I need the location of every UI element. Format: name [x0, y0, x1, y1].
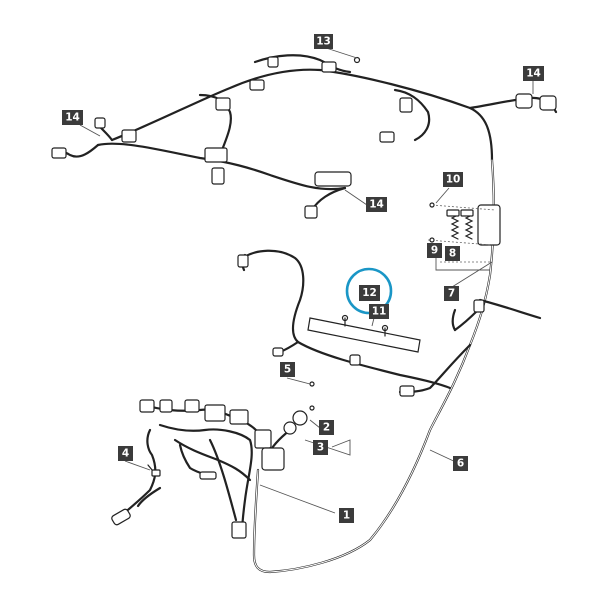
- callout-12: 12: [359, 285, 380, 301]
- callout-13: 13: [314, 34, 333, 49]
- relay-parts: [427, 202, 496, 263]
- callout-7: 7: [444, 286, 459, 301]
- callout-6: 6: [453, 456, 468, 471]
- callout-4-label: 4: [122, 448, 129, 460]
- callout-8: 8: [445, 246, 460, 261]
- callout-13-label: 13: [316, 36, 331, 48]
- callout-2-label: 2: [323, 422, 330, 434]
- callout-7-label: 7: [448, 288, 455, 300]
- callout-8-label: 8: [449, 248, 456, 260]
- callout-9-label: 9: [431, 245, 438, 257]
- callout-10: 10: [443, 172, 463, 187]
- lower-harness: [111, 381, 315, 539]
- callout-9: 9: [427, 243, 442, 258]
- callout-5-label: 5: [284, 364, 291, 376]
- middle-harness: [237, 249, 452, 390]
- mounting-bracket: [307, 314, 421, 353]
- callout-5: 5: [280, 362, 295, 377]
- callout-12-label: 12: [362, 287, 377, 299]
- callout-1: 1: [339, 508, 354, 523]
- callout-14c-label: 14: [369, 199, 384, 211]
- callout-10-label: 10: [446, 174, 461, 186]
- callout-14b-label: 14: [65, 112, 80, 124]
- callout-11: 11: [369, 304, 389, 319]
- callout-1-label: 1: [343, 510, 350, 522]
- callout-6-label: 6: [457, 458, 464, 470]
- callout-3-label: 3: [317, 442, 324, 454]
- callout-2: 2: [319, 420, 334, 435]
- upper-harness: [51, 54, 558, 219]
- callout-3: 3: [313, 440, 328, 455]
- callout-14b: 14: [62, 110, 83, 125]
- callout-14a-label: 14: [526, 68, 541, 80]
- callout-14c: 14: [366, 197, 387, 212]
- callout-11-label: 11: [372, 306, 387, 318]
- right-harness: [252, 158, 542, 574]
- callout-14a: 14: [523, 66, 544, 81]
- callout-4: 4: [118, 446, 133, 461]
